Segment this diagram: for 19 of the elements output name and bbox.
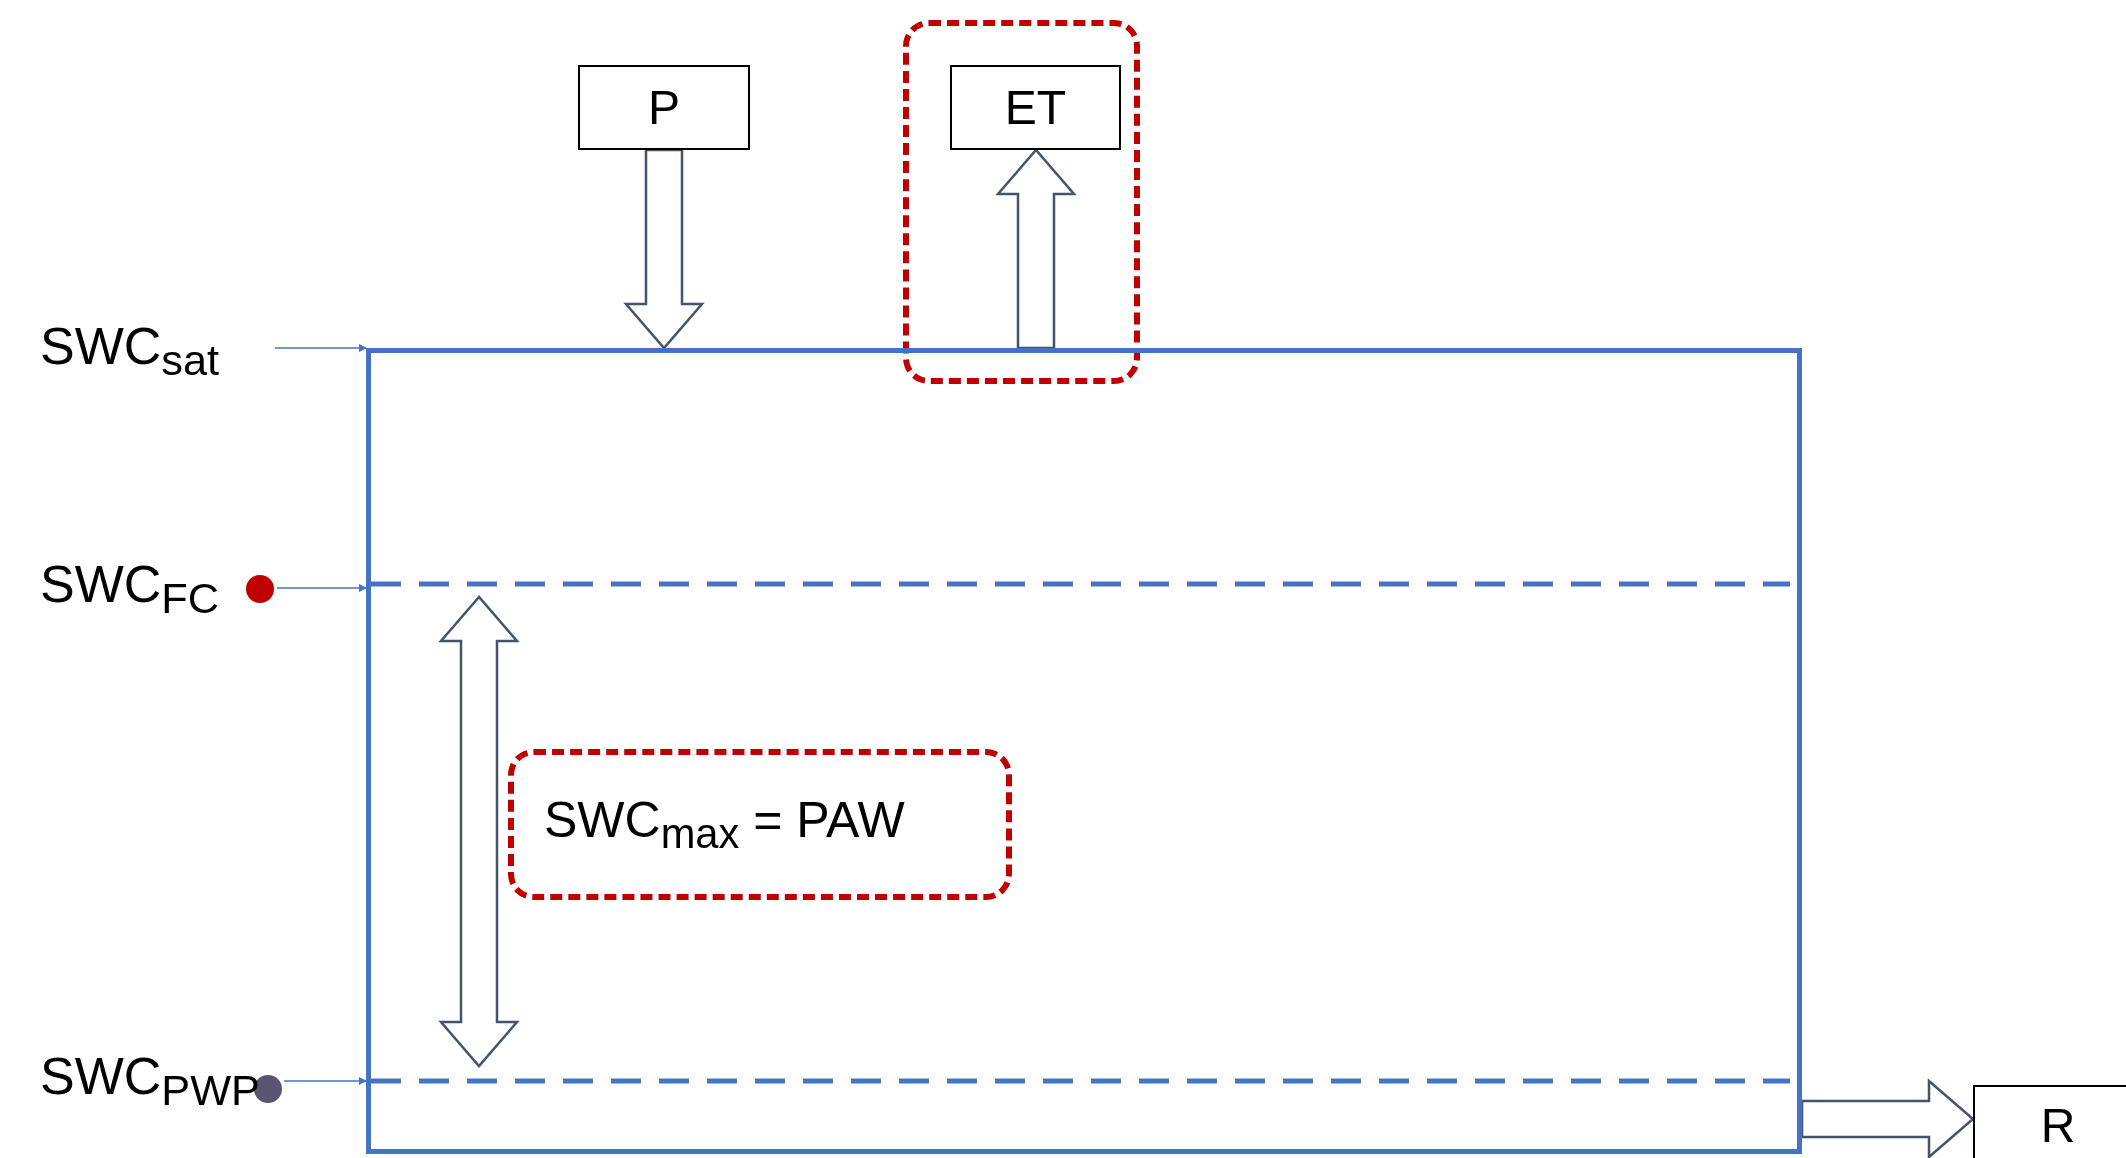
level-label: SWC$_{PWP}$ (40, 1046, 261, 1116)
level-arrow (276, 584, 367, 592)
highlight-dashed-box (903, 20, 1140, 384)
flux-box (1973, 1085, 2126, 1158)
flux-box (578, 65, 750, 150)
level-label: SWC$_{sat}$ (40, 316, 220, 386)
box-label: R (2040, 1097, 2076, 1153)
flux-box (950, 65, 1121, 150)
box-label: P (648, 80, 680, 135)
level-arrow (274, 344, 367, 352)
box-label: SWC$_{max}$ = PAW (544, 791, 905, 858)
box-label: ET (1004, 80, 1067, 135)
flux-arrow (623, 148, 705, 350)
soil-water-bucket (366, 348, 1802, 1154)
flux-arrow (1800, 1078, 1975, 1158)
highlight-dashed-box (508, 749, 1012, 900)
level-label: SWC$_{FC}$ (40, 554, 220, 624)
level-arrow (283, 1077, 367, 1085)
flux-arrow (995, 148, 1077, 350)
